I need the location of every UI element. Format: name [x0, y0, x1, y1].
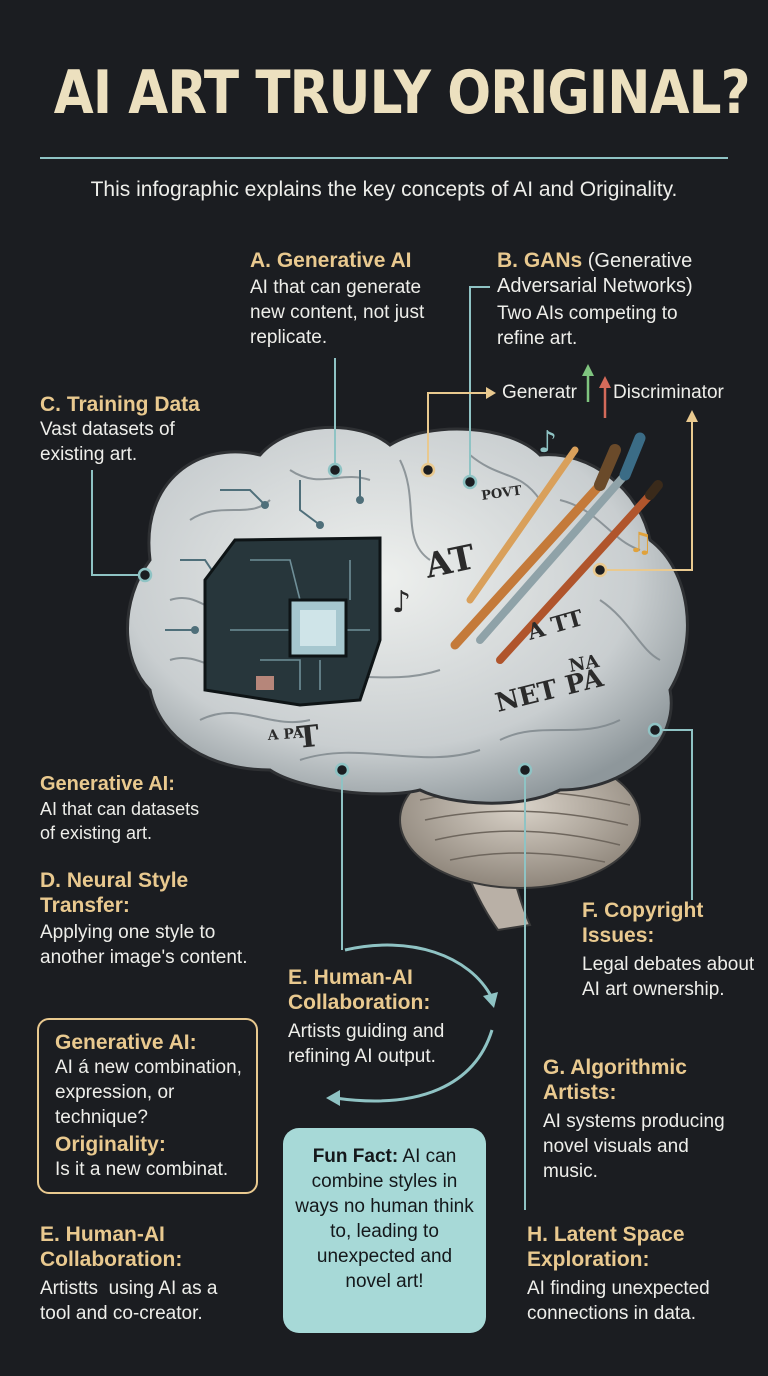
subtitle: This infographic explains the key concep… [90, 178, 678, 201]
music-note-icon: ♪ [538, 425, 557, 460]
section-e1-body: Artists guiding and refining AI output. [288, 1021, 445, 1067]
section-a: A. Generative AI AI that can generate ne… [250, 248, 450, 350]
section-b-heading: B. GANs [497, 249, 583, 272]
page-title: AI ART TRULY ORIGINAL? [53, 58, 751, 128]
box-body-2: Is it a new combinat. [55, 1159, 229, 1180]
brain-lettering: A PA [266, 725, 305, 744]
section-f-body: Legal debates about AI art ownership. [582, 954, 755, 1000]
paint-brushes [450, 432, 663, 664]
brain-lettering: T [295, 719, 322, 756]
section-c-body: Vast datasets of existing art. [40, 419, 175, 465]
section-g: G. Algorithmic Artists: AI systems produ… [543, 1055, 743, 1184]
section-e2-body: Artistts using AI as a tool and co-creat… [40, 1278, 223, 1324]
section-e1-heading: E. Human-AI Collaboration: [288, 966, 431, 1014]
generator-label: Generatr [502, 382, 577, 403]
box-body-1: AI á new combination, expression, or tec… [55, 1057, 242, 1128]
section-h-heading: H. Latent Space Exploration: [527, 1223, 685, 1271]
section-a-body: AI that can generate new content, not ju… [250, 277, 425, 348]
fun-fact-text: AI can combine styles in ways no human t… [295, 1146, 474, 1292]
fun-fact-label: Fun Fact: [312, 1146, 399, 1167]
section-d-body: Applying one style to another image's co… [40, 922, 248, 968]
box-heading-1: Generative AI: [55, 1031, 197, 1054]
section-f: F. Copyright Issues: Legal debates about… [582, 898, 762, 1002]
box-heading-2: Originality: [55, 1133, 166, 1156]
originality-question-box: Generative AI: AI á new combination, exp… [37, 1018, 258, 1194]
gen2-heading: Generative AI: [40, 773, 175, 795]
music-note-icon: ♫ [628, 526, 653, 559]
section-a-heading: A. Generative AI [250, 249, 412, 272]
section-h-body: AI finding unexpected connections in dat… [527, 1278, 710, 1324]
section-c-heading: C. Training Data [40, 393, 200, 416]
section-g-heading: G. Algorithmic Artists: [543, 1056, 687, 1104]
title-divider [40, 157, 728, 159]
section-b-heading-rest: (Generative Adversarial Networks) [497, 250, 693, 297]
section-e-bottom: E. Human-AI Collaboration: Artistts usin… [40, 1222, 240, 1326]
gen2-body: AI that can datasets of existing art. [40, 799, 200, 843]
section-e-center: E. Human-AI Collaboration: Artists guidi… [288, 965, 478, 1069]
discriminator-label: Discriminator [613, 382, 724, 403]
connector-lines [91, 286, 693, 1210]
section-generative-ai-2: Generative AI: AI that can datasets of e… [40, 772, 230, 845]
section-c: C. Training Data Vast datasets of existi… [40, 392, 230, 467]
section-b: B. GANs (Generative Adversarial Networks… [497, 248, 747, 351]
section-h: H. Latent Space Exploration: AI finding … [527, 1222, 742, 1326]
section-d-heading: D. Neural Style Transfer: [40, 869, 189, 917]
brain-lettering: POVT [480, 483, 523, 504]
section-f-heading: F. Copyright Issues: [582, 899, 704, 947]
section-e2-heading: E. Human-AI Collaboration: [40, 1223, 183, 1271]
section-b-body: Two AIs competing to refine art. [497, 303, 678, 349]
fun-fact-card: Fun Fact: AI can combine styles in ways … [283, 1128, 486, 1333]
collaboration-cycle-arrows [334, 943, 494, 1103]
section-g-body: AI systems producing novel visuals and m… [543, 1111, 725, 1182]
music-note-icon: ♪ [392, 585, 411, 620]
section-d: D. Neural Style Transfer: Applying one s… [40, 868, 270, 970]
brain-body [126, 425, 689, 805]
